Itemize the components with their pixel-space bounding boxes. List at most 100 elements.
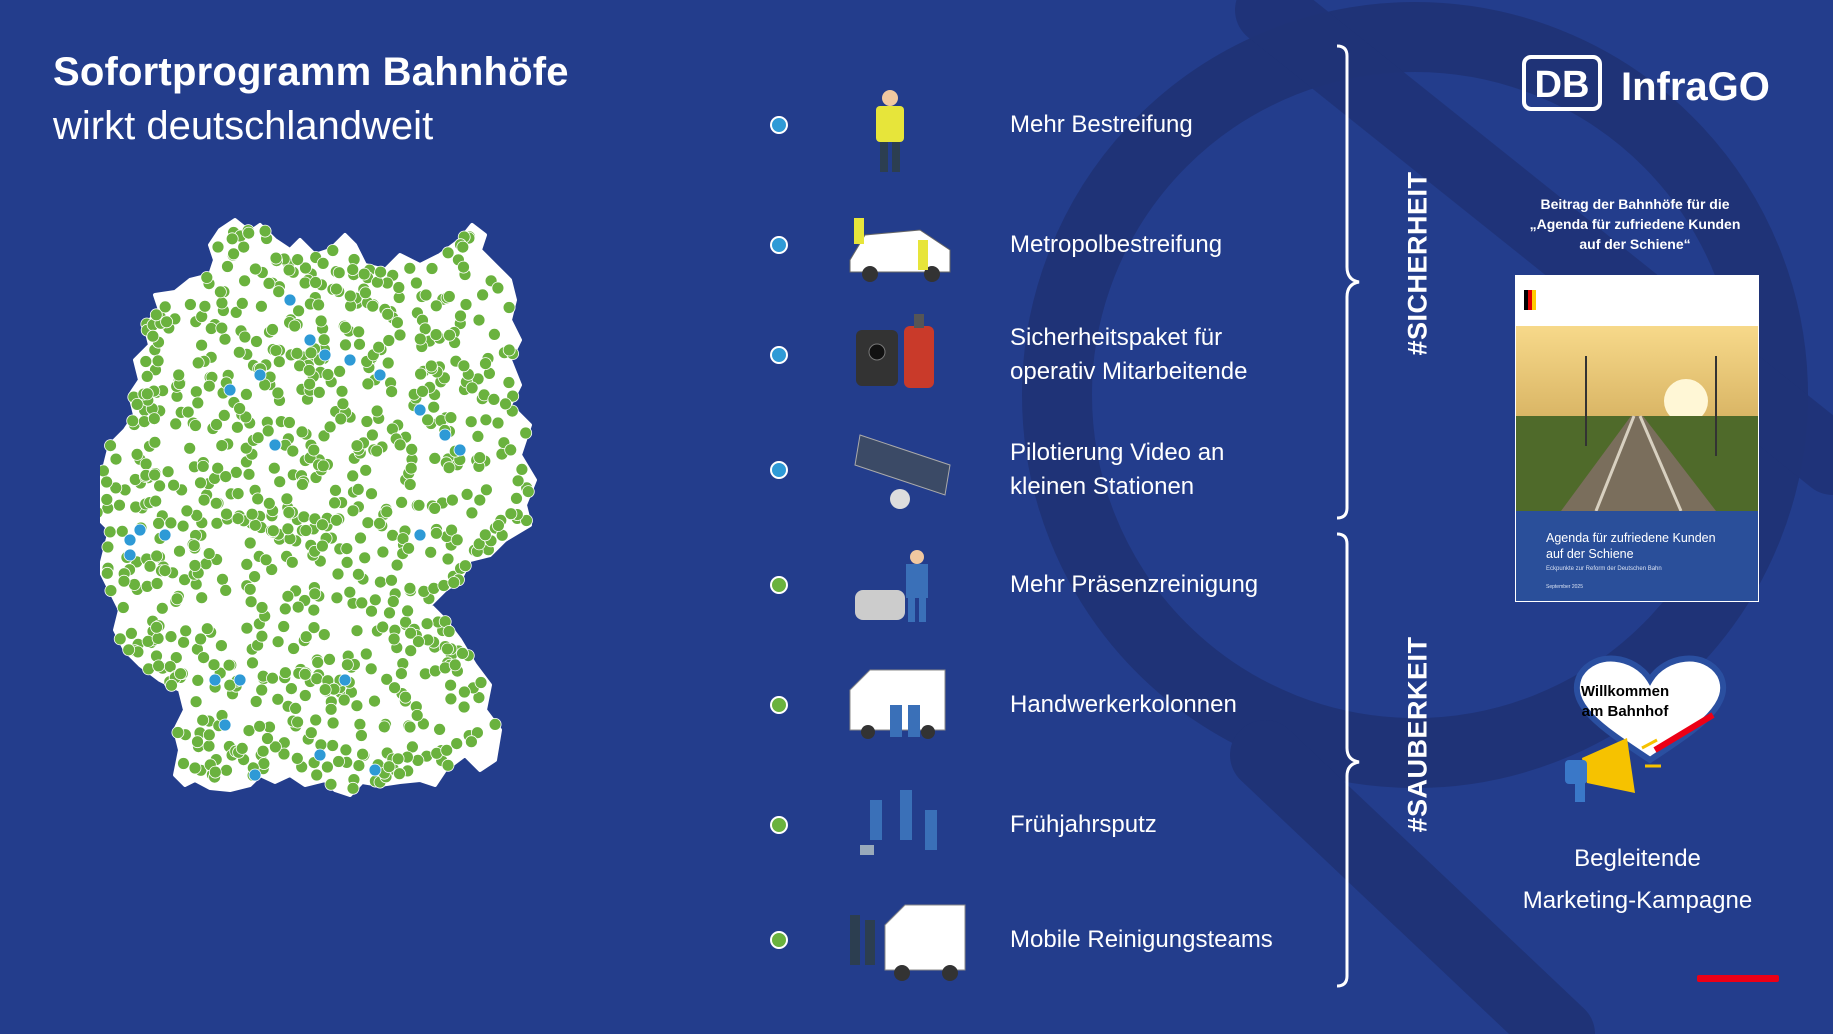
measure-label: Mehr Bestreifung <box>1010 111 1193 138</box>
station-dot <box>177 757 190 770</box>
station-dot <box>285 555 299 569</box>
station-dot <box>232 345 246 359</box>
station-dot <box>317 333 331 347</box>
station-dot <box>243 536 257 550</box>
station-dot <box>261 424 275 438</box>
station-dot <box>473 451 487 465</box>
station-dot <box>376 545 390 559</box>
station-dot <box>143 559 157 573</box>
station-dot <box>242 226 256 240</box>
station-dot <box>364 662 378 676</box>
station-dot <box>215 639 228 653</box>
station-dot <box>442 290 456 303</box>
station-dot <box>261 732 274 745</box>
station-dot-highlight <box>343 353 357 367</box>
station-dot <box>286 444 300 458</box>
station-dot <box>255 683 269 697</box>
station-dot <box>358 551 372 565</box>
station-dot <box>457 260 470 274</box>
station-dot <box>403 581 417 595</box>
station-dot <box>235 297 249 310</box>
station-dot <box>292 304 306 318</box>
station-dot <box>321 368 335 381</box>
station-dot <box>382 334 396 347</box>
station-dot <box>100 493 114 506</box>
station-dot <box>229 465 243 479</box>
station-dot <box>225 232 239 246</box>
station-dot <box>391 752 405 766</box>
station-dot <box>218 332 232 346</box>
station-dot <box>359 463 373 477</box>
station-dot <box>471 429 485 443</box>
station-dot <box>130 397 144 411</box>
station-dot <box>335 384 349 398</box>
station-dot <box>424 545 438 559</box>
station-dot <box>211 461 225 475</box>
megaphone-icon <box>1565 738 1661 802</box>
station-dot <box>187 539 201 553</box>
station-dot <box>290 752 304 765</box>
station-dot <box>346 781 360 795</box>
station-dot <box>491 416 505 430</box>
station-dot <box>188 559 202 572</box>
station-dot <box>302 363 316 377</box>
station-dot <box>122 643 136 657</box>
station-dot <box>316 257 330 270</box>
station-dot <box>100 475 113 489</box>
station-dot <box>310 672 324 686</box>
station-dot <box>272 285 286 299</box>
station-dot <box>184 298 197 311</box>
station-dot <box>354 729 368 742</box>
station-dot <box>139 355 153 368</box>
badge-line-1: Willkommen <box>1581 683 1669 700</box>
station-dot-highlight <box>268 438 282 452</box>
station-dot <box>373 516 386 530</box>
station-dot <box>250 335 263 348</box>
station-dot <box>487 328 501 341</box>
station-dot <box>242 724 256 737</box>
station-dot <box>256 744 270 758</box>
station-dot <box>289 701 303 715</box>
accent-bar <box>1697 975 1779 982</box>
station-dot <box>420 617 434 631</box>
station-dot <box>103 525 117 539</box>
station-dot <box>181 405 195 419</box>
station-dot <box>312 385 326 399</box>
bullet-dot <box>770 236 788 254</box>
station-dot <box>139 457 153 471</box>
station-dot <box>317 628 331 642</box>
station-dot <box>309 713 323 727</box>
station-dot-highlight <box>453 443 467 457</box>
measure-item: Handwerkerkolonnen <box>770 650 1390 760</box>
agenda-document-cover[interactable]: Agenda für zufriedene Kunden auf der Sch… <box>1515 275 1759 602</box>
station-dot <box>318 683 332 697</box>
station-dot <box>189 695 203 709</box>
station-dot <box>277 747 291 761</box>
station-dot <box>328 496 342 510</box>
station-dot <box>100 464 110 478</box>
station-dot <box>257 757 271 770</box>
station-dot <box>442 625 456 638</box>
station-dot <box>200 622 214 636</box>
station-dot <box>365 428 379 442</box>
patrol-car-icon <box>849 218 951 282</box>
station-dot <box>355 596 369 610</box>
station-dot <box>465 506 479 520</box>
station-dot <box>396 532 410 546</box>
bullet-dot <box>770 346 788 364</box>
station-dot-highlight <box>123 548 137 562</box>
station-dot <box>271 386 285 400</box>
station-dot <box>191 673 205 687</box>
station-dot <box>197 651 210 665</box>
station-dot <box>272 355 286 369</box>
station-dot <box>424 359 438 373</box>
measure-item: Sicherheitspaket für operativ Mitarbeite… <box>770 300 1390 410</box>
station-dot <box>177 635 190 649</box>
station-dot <box>380 505 394 519</box>
station-dot <box>271 692 285 706</box>
station-dot <box>307 603 321 617</box>
campaign-label: Begleitende Marketing-Kampagne <box>1522 845 1753 914</box>
station-dot-highlight <box>313 748 327 762</box>
station-dot <box>326 716 340 730</box>
station-dot <box>381 307 395 321</box>
